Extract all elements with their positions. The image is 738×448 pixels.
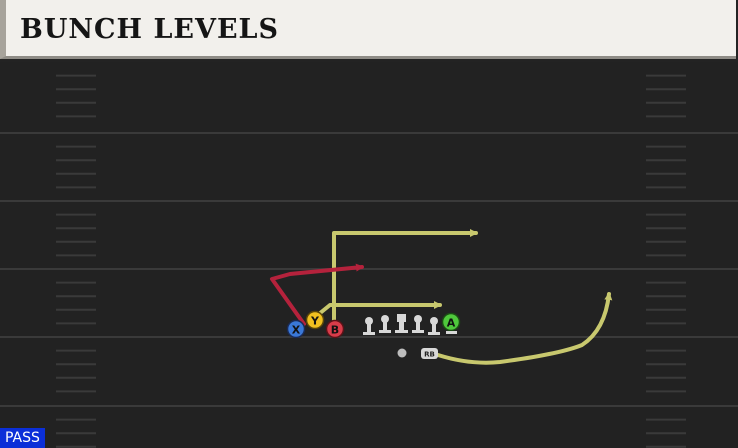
center-icon <box>395 314 408 333</box>
hash-marks-right <box>646 74 686 448</box>
lineman-icon <box>379 315 391 333</box>
play-title-bar: BUNCH LEVELS <box>0 0 736 59</box>
b-route <box>332 229 478 328</box>
quarterback-marker <box>397 348 407 358</box>
y-button-label: Y <box>310 315 320 328</box>
lineman-icon <box>428 317 440 335</box>
receiver-b-button[interactable]: B <box>325 319 345 339</box>
a-button-label: A <box>447 317 456 330</box>
yard-lines <box>0 132 738 407</box>
offensive-line <box>363 314 440 335</box>
routes <box>270 229 613 365</box>
field-diagram: RB X Y B A <box>0 74 738 448</box>
receiver-y-button[interactable]: Y <box>305 310 325 330</box>
lineman-icon <box>363 317 375 335</box>
receiver-x-button[interactable]: X <box>286 319 306 339</box>
x-route <box>270 263 364 326</box>
b-button-label: B <box>331 324 339 337</box>
hash-marks-left <box>56 74 96 448</box>
receiver-a-button[interactable]: A <box>441 312 461 335</box>
running-back-marker[interactable]: RB <box>421 348 438 359</box>
x-button-label: X <box>292 324 301 337</box>
running-back-label: RB <box>424 351 435 359</box>
play-field: RB X Y B A <box>0 62 738 448</box>
play-type-badge: PASS <box>0 428 45 448</box>
rb-route <box>436 292 613 365</box>
lineman-icon <box>412 315 424 333</box>
play-title: BUNCH LEVELS <box>20 14 280 45</box>
